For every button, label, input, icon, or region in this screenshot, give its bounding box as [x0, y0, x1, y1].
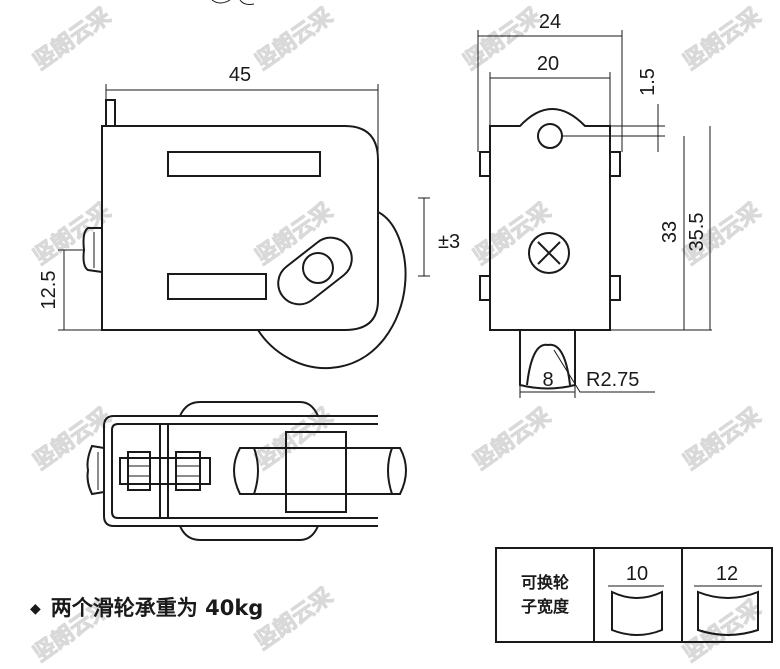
watermark-layer: 竖朗云采 竖朗云采 竖朗云采 竖朗云采 竖朗云采 竖朗云采 竖朗云采 竖朗云采 …: [29, 3, 766, 667]
top-tab: [105, 99, 116, 126]
nut-left: [127, 451, 151, 491]
dim-12-5: 12.5: [38, 271, 60, 310]
wheel-outline: [257, 211, 407, 370]
caption-text: 两个滑轮承重为 40kg: [50, 596, 264, 620]
diamond-bullet-icon: ◆: [30, 601, 41, 617]
adjust-slot: [277, 236, 353, 306]
shaft: [119, 457, 211, 485]
top-view: [86, 401, 407, 541]
dim-45: 45: [229, 64, 251, 86]
width-12-label: 12: [716, 563, 738, 585]
inner-bracket: [111, 423, 378, 519]
radius-leader: [553, 349, 655, 393]
table-label-line2: 子宽度: [521, 597, 570, 616]
watermark: 竖朗云采: [251, 584, 337, 655]
wheel-profile-10: [611, 590, 663, 636]
wheel-groove-top: [253, 447, 259, 495]
front-view: 45 12.5 ±3: [38, 64, 460, 370]
watermark: 竖朗云采: [679, 4, 765, 75]
logo-fragment: [211, 0, 255, 5]
dim-8: 8: [542, 369, 553, 391]
lower-slot: [167, 273, 267, 300]
tab-top-left: [479, 151, 491, 177]
cross-screw: [528, 232, 570, 274]
cross-mark: [537, 241, 561, 265]
dim-r2-75: R2.75: [586, 369, 639, 391]
dim-35-5: 35.5: [686, 213, 708, 252]
wheel-groove: [526, 343, 571, 386]
nut-detail: [128, 465, 200, 477]
dim-1-5: 1.5: [637, 68, 659, 96]
tab-top-right: [609, 151, 621, 177]
top-clip: [86, 444, 105, 496]
side-view: 24 20 1.5 33 35.5 8 R2.75: [477, 11, 712, 398]
dim-33: 33: [659, 221, 681, 243]
watermark: 竖朗云采: [29, 4, 115, 75]
watermark: 竖朗云采: [469, 404, 555, 475]
watermark: 竖朗云采: [251, 4, 337, 75]
top-flange: [179, 401, 319, 417]
dim-24: 24: [539, 11, 561, 33]
wheel-width-table: 可换轮 子宽度 10 12: [495, 547, 773, 643]
dim-adjust: ±3: [438, 231, 460, 253]
wheel-rim: [233, 447, 407, 495]
watermark: 竖朗云采: [29, 404, 115, 475]
outer-bracket: [103, 415, 378, 527]
upper-slot: [167, 151, 321, 177]
load-caption: ◆ 两个滑轮承重为 40kg: [30, 592, 263, 622]
adjust-bolt: [302, 252, 334, 284]
tab-bottom-right: [609, 275, 621, 301]
bottom-flange: [179, 525, 319, 541]
wheel-groove-end: [387, 447, 393, 495]
wheel-profile-12: [697, 590, 759, 636]
body-plate: [101, 125, 379, 331]
width-10-label: 10: [626, 563, 648, 585]
tab-bottom-left: [479, 275, 491, 301]
top-hole: [537, 123, 563, 149]
watermark: 竖朗云采: [251, 404, 337, 475]
nut-right: [175, 451, 201, 491]
table-label-line1: 可换轮: [521, 573, 569, 592]
watermark: 竖朗云采: [679, 404, 765, 475]
table-frame: [495, 547, 773, 643]
wheel-hub: [285, 431, 347, 513]
dim-20: 20: [537, 53, 559, 75]
watermark: 竖朗云采: [459, 4, 545, 75]
carrier: [159, 424, 169, 518]
